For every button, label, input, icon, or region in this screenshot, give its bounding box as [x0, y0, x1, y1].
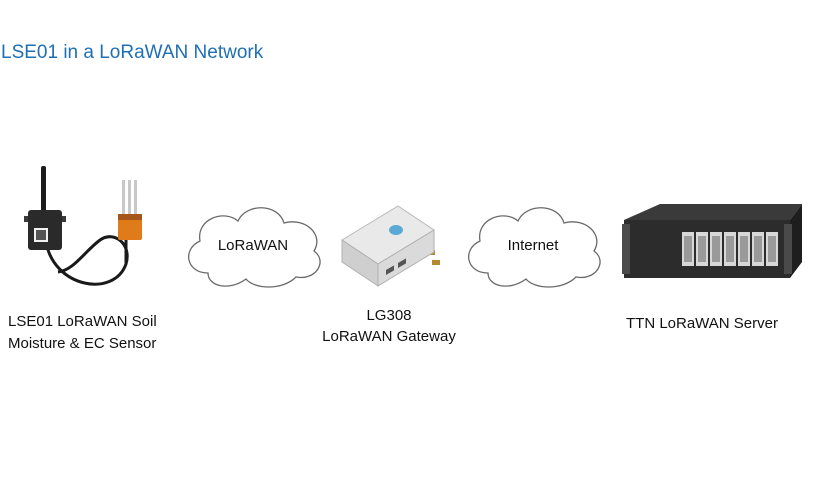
internet-cloud-label: Internet: [507, 236, 559, 254]
server-label: TTN LoRaWAN Server: [626, 315, 778, 332]
sensor-label-line1: LSE01 LoRaWAN Soil: [8, 313, 157, 330]
lorawan-cloud: LoRaWAN: [178, 195, 328, 295]
gateway-label-line2: LoRaWAN Gateway: [322, 328, 456, 345]
internet-cloud: Internet: [458, 195, 608, 295]
gateway-label-line1: LG308: [366, 307, 412, 324]
sensor-label-line2: Moisture & EC Sensor: [8, 335, 157, 352]
diagram-title: LSE01 in a LoRaWAN Network: [1, 42, 264, 63]
ttn-server-image: [620, 200, 804, 290]
lse01-sensor-image: [14, 160, 164, 300]
lorawan-cloud-label: LoRaWAN: [217, 236, 289, 254]
lg308-gateway-image: [334, 200, 446, 292]
